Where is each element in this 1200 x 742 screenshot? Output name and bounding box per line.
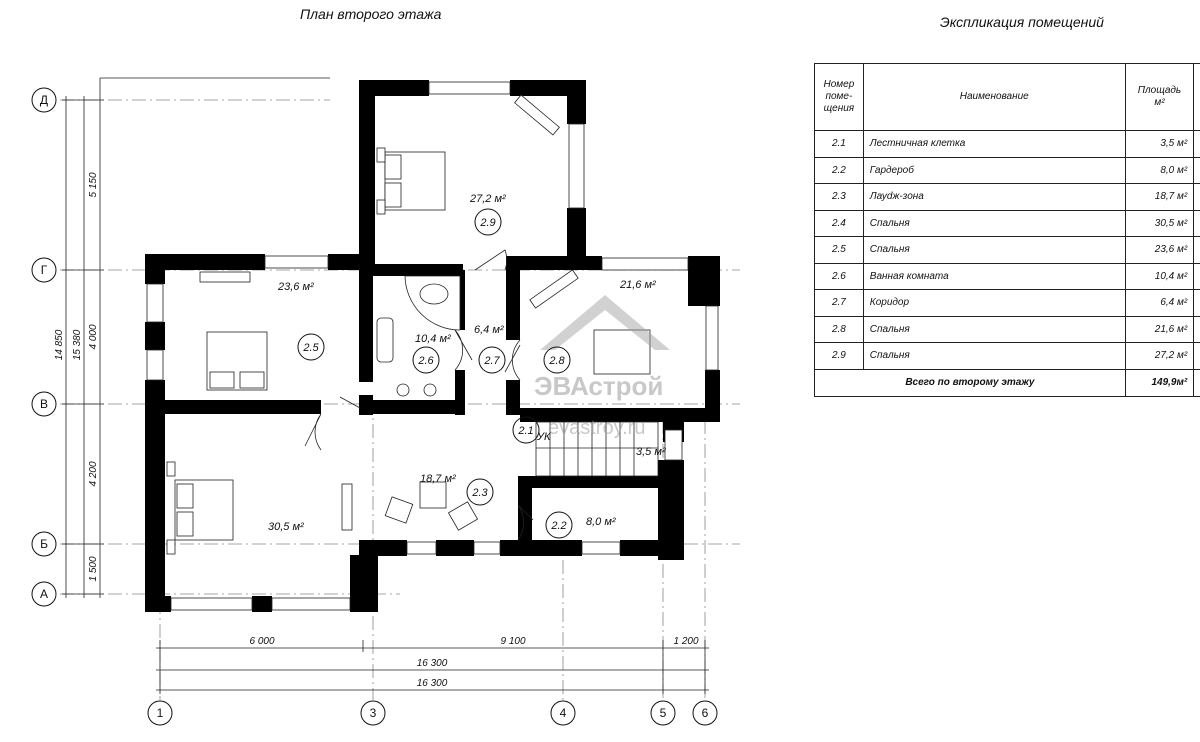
watermark-brand: ЭВАстрой: [534, 371, 663, 401]
axis-marker: Б: [31, 531, 57, 557]
watermark-site: evastroy.ru: [548, 417, 645, 439]
axis-marker: В: [31, 391, 57, 417]
axis-marker: 4: [550, 700, 576, 726]
dim-label: 1 500: [88, 556, 99, 581]
room-marker: 2.8: [543, 346, 571, 374]
svg-text:2.6: 2.6: [417, 355, 434, 367]
dim-label: 16 300: [417, 658, 448, 669]
total-area: 149,9м²: [1124, 368, 1195, 397]
svg-text:2.2: 2.2: [550, 520, 566, 532]
svg-text:2.9: 2.9: [479, 217, 495, 229]
room-number-markers: 2.9 2.5 2.6 2.7 2.8 2.1 2.3 2.2: [297, 208, 573, 539]
horizontal-dimension-lines: [156, 640, 709, 694]
table-total-row: Всего по второму этажу 149,9м²: [814, 368, 1200, 397]
svg-text:6: 6: [702, 706, 709, 720]
axis-marker: 5: [650, 700, 676, 726]
room-area: 8,0 м²: [586, 516, 616, 528]
svg-text:Б: Б: [40, 537, 48, 551]
svg-text:2.8: 2.8: [548, 355, 565, 367]
explication-title: Экспликация помещений: [940, 14, 1104, 30]
header-num: Номер поме-щения: [814, 63, 864, 131]
stair-label: УК: [536, 431, 551, 443]
axis-marker: 1: [147, 700, 173, 726]
svg-text:Д: Д: [40, 93, 48, 107]
room-area: 27,2 м²: [469, 193, 506, 205]
letter-axis-markers: Д Г В Б А: [31, 87, 57, 607]
room-marker: 2.3: [466, 478, 494, 506]
explication-table: Номер поме-щения Наименование Площадь м²…: [814, 63, 1200, 397]
floor-plan-drawing: ЭВАстрой evastroy.ru 27,2 м² 23,6 м² 10,…: [31, 77, 740, 726]
dim-label: 9 100: [500, 636, 525, 647]
dim-label: 5 150: [88, 172, 99, 197]
dim-label: 14 850: [54, 329, 65, 360]
axis-marker: А: [31, 581, 57, 607]
room-area: 6,4 м²: [474, 324, 504, 336]
room-area: 23,6 м²: [277, 281, 314, 293]
plan-title: План второго этажа: [300, 6, 442, 22]
room-marker: 2.5: [297, 333, 325, 361]
room-area-labels: 27,2 м² 23,6 м² 10,4 м² 6,4 м² 21,6 м² 3…: [268, 193, 666, 533]
svg-text:2.5: 2.5: [302, 342, 319, 354]
doors: [304, 249, 534, 541]
header-extra: [1193, 63, 1200, 131]
axis-marker: 6: [692, 700, 718, 726]
dim-label: 1 200: [673, 636, 698, 647]
dim-label: 16 300: [417, 678, 448, 689]
staircase: [535, 421, 659, 477]
room-marker: 2.9: [474, 208, 502, 236]
dim-label: 6 000: [249, 636, 274, 647]
vertical-dimension-lines: [62, 77, 330, 598]
svg-text:5: 5: [660, 706, 667, 720]
svg-text:3: 3: [370, 706, 377, 720]
room-marker: 2.1: [512, 416, 540, 444]
total-label: Всего по второму этажу: [814, 368, 1126, 397]
number-axis-markers: 1 3 4 5 6: [147, 700, 718, 726]
svg-text:Г: Г: [41, 263, 48, 277]
room-area: 10,4 м²: [415, 333, 451, 345]
furniture: [166, 94, 651, 555]
room-area: 30,5 м²: [268, 521, 304, 533]
svg-text:А: А: [40, 587, 48, 601]
room-area: 21,6 м²: [619, 279, 656, 291]
svg-text:В: В: [40, 397, 48, 411]
axis-marker: 3: [360, 700, 386, 726]
table-header-row: Номер поме-щения Наименование Площадь м²: [814, 63, 1200, 131]
room-area: 3,5 м²: [636, 446, 666, 458]
axis-marker: Д: [31, 87, 57, 113]
horizontal-dimension-labels: 6 000 9 100 1 200 16 300 16 300: [249, 636, 698, 689]
vertical-dimension-labels: 5 150 4 000 4 200 1 500 14 850 15 380: [54, 172, 99, 581]
dim-label: 15 380: [72, 329, 83, 360]
dim-label: 4 200: [88, 461, 99, 486]
room-area: 18,7 м²: [420, 473, 456, 485]
svg-text:1: 1: [157, 706, 164, 720]
windows: [146, 81, 719, 611]
room-marker: 2.2: [545, 511, 573, 539]
svg-text:2.3: 2.3: [471, 487, 488, 499]
svg-text:4: 4: [560, 706, 567, 720]
axis-marker: Г: [31, 257, 57, 283]
room-marker: 2.7: [478, 346, 506, 374]
svg-text:2.7: 2.7: [483, 355, 500, 367]
svg-text:2.1: 2.1: [517, 425, 533, 437]
watermark: ЭВАстрой evastroy.ru: [534, 295, 670, 439]
header-name: Наименование: [862, 63, 1126, 131]
room-marker: 2.6: [412, 346, 440, 374]
dim-label: 4 000: [88, 324, 99, 349]
header-area: Площадь м²: [1124, 63, 1195, 131]
